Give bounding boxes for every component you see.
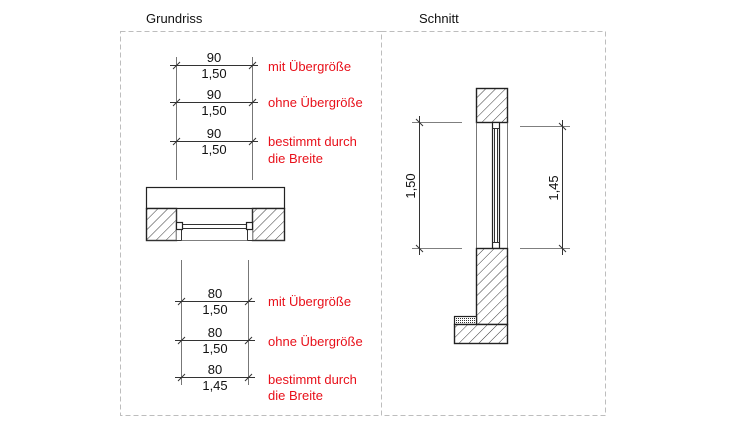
floor-slab (453, 323, 509, 345)
width-label: 90 (207, 87, 221, 102)
tick-mark (558, 244, 567, 253)
height-label: 1,50 (201, 66, 226, 81)
tick-mark (172, 98, 181, 107)
section-wall (453, 87, 509, 345)
tick-mark (177, 336, 186, 345)
floor-screed (453, 315, 478, 326)
note-label: ohne Übergröße (268, 95, 363, 110)
height-label: 1,50 (201, 142, 226, 157)
dimension-row: 90 1,50 mit Übergröße (170, 50, 351, 81)
lintel (475, 87, 509, 124)
dimension-row: 90 1,50 ohne Übergröße (170, 87, 363, 118)
frame-left (175, 221, 184, 231)
height-label: 1,45 (546, 175, 561, 200)
height-label: 1,50 (202, 302, 227, 317)
plan-title: Grundriss (146, 11, 203, 26)
wall-right (251, 207, 286, 242)
width-label: 80 (208, 362, 222, 377)
plan-upper-dimensions: 90 1,50 mit Übergröße 90 1,50 ohne Überg… (170, 50, 363, 180)
width-label: 80 (208, 286, 222, 301)
dimension-row: 80 1,45 bestimmt durch die Breite (175, 362, 357, 403)
window-frame (491, 121, 501, 250)
height-label: 1,50 (201, 103, 226, 118)
note-label: bestimmt durch (268, 134, 357, 149)
tick-mark (244, 336, 253, 345)
tick-mark (177, 373, 186, 382)
section-dimension-right: 1,45 (520, 120, 570, 255)
tick-mark (172, 61, 181, 70)
plan-lower-dimensions: 80 1,50 mit Übergröße 80 1,50 ohne Überg… (175, 260, 363, 403)
note-label: die Breite (268, 388, 323, 403)
width-label: 90 (207, 126, 221, 141)
sill-outline (145, 186, 286, 210)
width-label: 90 (207, 50, 221, 65)
height-label: 1,50 (202, 341, 227, 356)
note-label: bestimmt durch (268, 372, 357, 387)
tick-mark (248, 137, 257, 146)
note-label: ohne Übergröße (268, 334, 363, 349)
section-dimension-left: 1,50 (403, 116, 462, 255)
tick-mark (415, 244, 424, 253)
note-label: die Breite (268, 151, 323, 166)
tick-mark (244, 373, 253, 382)
tick-mark (558, 122, 567, 131)
height-label: 1,50 (403, 173, 418, 198)
tick-mark (248, 98, 257, 107)
parapet (475, 247, 509, 326)
tick-mark (415, 118, 424, 127)
section-frame (381, 31, 606, 416)
note-label: mit Übergröße (268, 59, 351, 74)
dimension-row: 80 1,50 mit Übergröße (175, 286, 351, 317)
tick-mark (248, 61, 257, 70)
width-label: 80 (208, 325, 222, 340)
note-label: mit Übergröße (268, 294, 351, 309)
tick-mark (244, 297, 253, 306)
plan-wall-opening (145, 186, 286, 242)
dimension-row: 90 1,50 bestimmt durch die Breite (170, 126, 357, 166)
section-title: Schnitt (419, 11, 459, 26)
frame-right (245, 221, 254, 231)
tick-mark (172, 137, 181, 146)
height-label: 1,45 (202, 378, 227, 393)
wall-left (145, 207, 178, 242)
tick-mark (177, 297, 186, 306)
dimension-row: 80 1,50 ohne Übergröße (175, 325, 363, 356)
